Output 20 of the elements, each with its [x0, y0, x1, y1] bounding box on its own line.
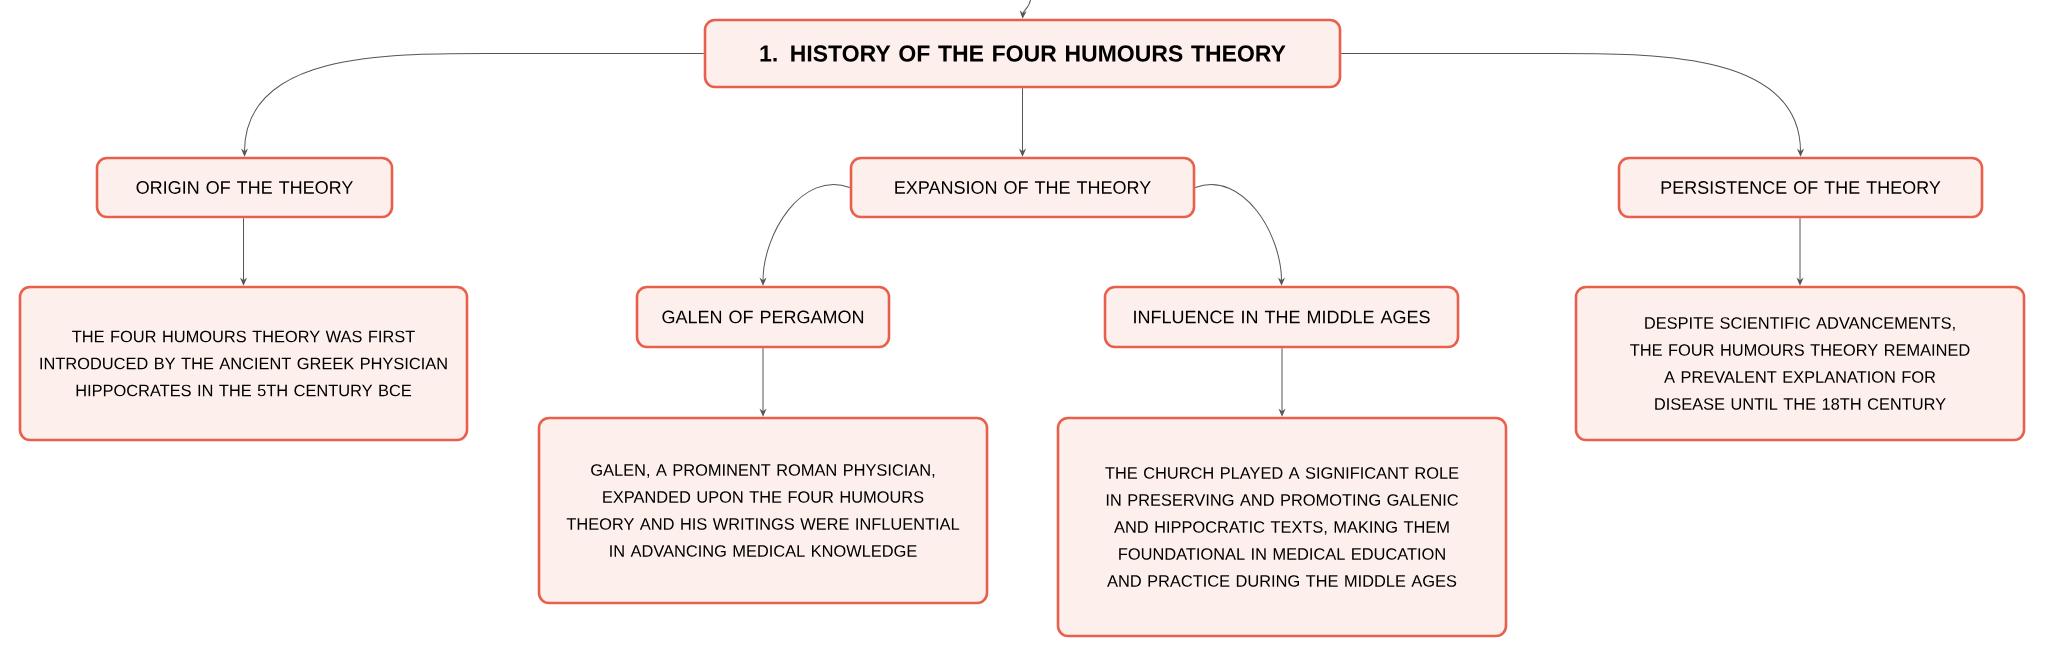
connector-arrow: [760, 184, 851, 285]
topic-box: 1. HISTORY OF THE FOUR HUMOURS THEORY: [703, 18, 1342, 89]
connector-arrow: [1279, 347, 1285, 416]
subtopic-box: EXPANSION OF THE THEORY: [849, 156, 1196, 219]
description-box: THE CHURCH PLAYED A SIGNIFICANT ROLE IN PRESERVING AND PROMOTING GALENIC AND HIPPOCRATIC TEXTS, MAKING THEM FOUNDATIONAL IN MEDICAL EDUCATION AND PRACTICE DURING THE MIDDLE AGES: [1056, 416, 1508, 638]
connector-arrow: [760, 347, 766, 416]
connector-arrow: [241, 53, 705, 156]
subtopic-box: ORIGIN OF THE THEORY: [95, 156, 394, 219]
subtopic-box: INFLUENCE IN THE MIDDLE AGES: [1103, 285, 1460, 349]
connector-arrow: [1194, 184, 1285, 285]
connector-arrow: [1797, 217, 1803, 285]
subtopic-box: GALEN OF PERGAMON: [635, 285, 891, 349]
description-box: THE FOUR HUMOURS THEORY WAS FIRST INTRODUCED BY THE ANCIENT GREEK PHYSICIAN HIPPOCRATES IN THE 5TH CENTURY BCE: [18, 285, 469, 442]
connector-arrow: [1020, 0, 1031, 18]
connector-arrow: [1019, 87, 1026, 156]
description-box: GALEN, A PROMINENT ROMAN PHYSICIAN, EXPANDED UPON THE FOUR HUMOURS THEORY AND HIS WRITINGS WERE INFLUENTIAL IN ADVANCING MEDICAL KNOWLEDGE: [537, 416, 989, 605]
connector-arrow: [1340, 53, 1804, 156]
description-box: DESPITE SCIENTIFIC ADVANCEMENTS, THE FOUR HUMOURS THEORY REMAINED A PREVALENT EXPLANATION FOR DISEASE UNTIL THE 18TH CENTURY: [1574, 285, 2026, 442]
subtopic-box: PERSISTENCE OF THE THEORY: [1617, 156, 1984, 219]
connector-arrow: [240, 217, 247, 285]
